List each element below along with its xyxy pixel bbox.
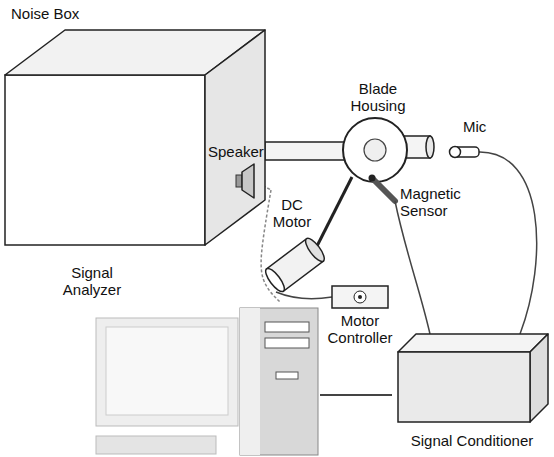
magnetic-sensor: [369, 175, 396, 202]
part-label: Blade Housing: [350, 80, 405, 115]
mic-cable: [478, 152, 537, 334]
controller-knob: [354, 291, 366, 303]
monitor-bezel: [96, 318, 238, 426]
noise-box-outline: [3, 3, 271, 251]
signal-analyzer-outline: [95, 302, 320, 457]
part-label: Magnetic Sensor: [400, 185, 461, 220]
box-side: [205, 30, 265, 245]
node-label: Motor Controller: [327, 312, 392, 347]
microphone: [450, 147, 461, 158]
signal-conditioner: Signal Conditioner: [392, 330, 552, 457]
box-front: [5, 75, 205, 245]
duct-tube: [265, 142, 347, 160]
dc-motor: [303, 236, 328, 264]
sensor-wires: [254, 152, 537, 334]
blade-housing: [343, 118, 407, 182]
keyboard: [96, 436, 216, 454]
controller-knob-dot: [358, 295, 362, 299]
magnetic-sensor: [374, 180, 395, 201]
blade-housing: [343, 118, 407, 182]
dc-motor: [263, 266, 288, 294]
node-label: Noise Box: [11, 5, 271, 22]
duct-tube: [265, 142, 347, 160]
motor-wire: [276, 292, 332, 299]
noise-box: Noise Box: [3, 3, 271, 251]
dc-motor: [263, 236, 328, 294]
node-label: Signal Analyzer: [63, 264, 121, 299]
cable-connector: [320, 394, 392, 396]
part-label: DC Motor: [273, 196, 311, 231]
dc-motor: [263, 177, 352, 294]
magnetic-sensor: [369, 175, 376, 182]
floppy-slot: [276, 372, 298, 379]
controller-box: [332, 286, 388, 308]
outlet-stub: [426, 136, 434, 158]
box-front: [398, 352, 530, 422]
sensor-wire: [395, 201, 430, 334]
box-top: [398, 334, 548, 352]
part-label: Mic: [463, 118, 486, 135]
monitor-screen: [106, 327, 228, 415]
signal-analyzer: Signal Analyzer: [95, 302, 320, 457]
part-label: Speaker: [208, 143, 264, 160]
drive-bay: [265, 322, 309, 332]
tower-case: [240, 308, 318, 455]
node-label: Signal Conditioner: [411, 432, 534, 449]
speaker-cone: [242, 164, 254, 198]
motor-controller: Motor Controller: [318, 282, 402, 352]
blade-housing: [364, 139, 386, 161]
drive-bay: [265, 338, 309, 348]
microphone: [450, 147, 480, 158]
dc-motor: [315, 177, 352, 250]
cable-connector: [261, 190, 280, 302]
tower-side: [240, 308, 260, 455]
box-side: [530, 334, 548, 422]
speaker-magnet: [236, 175, 242, 187]
